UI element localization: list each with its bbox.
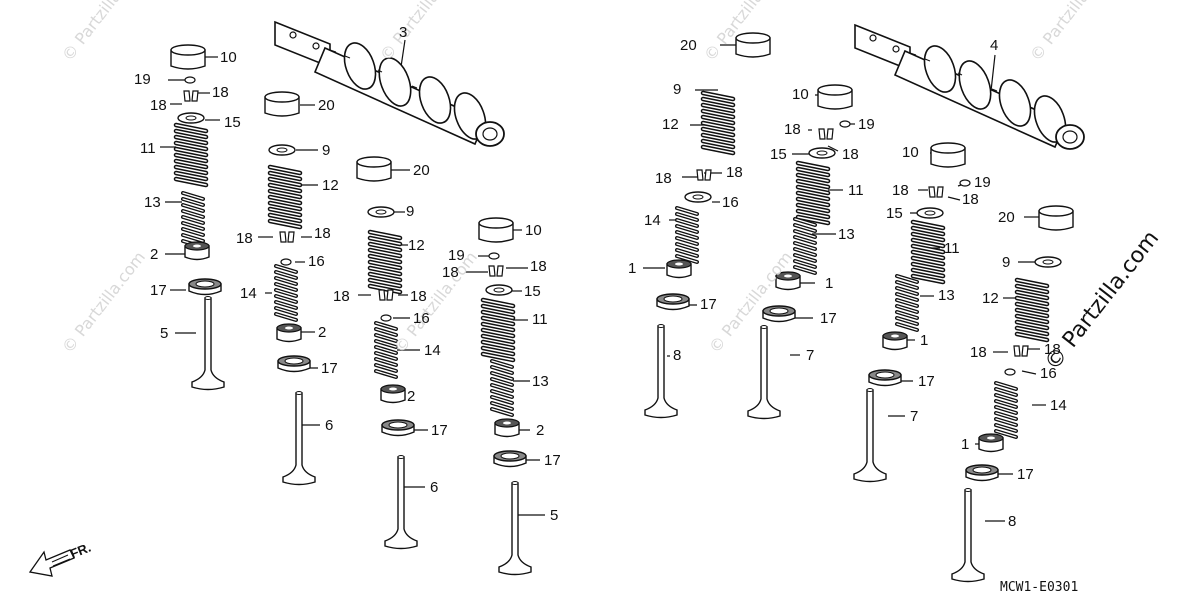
callout: 18 bbox=[212, 84, 229, 101]
callout: 12 bbox=[662, 116, 679, 133]
callout: 11 bbox=[848, 182, 864, 199]
callout: 15 bbox=[524, 283, 541, 300]
callout: 8 bbox=[1008, 513, 1017, 530]
callout: 18 bbox=[962, 191, 979, 208]
callout: 20 bbox=[680, 37, 697, 54]
callout: 10 bbox=[792, 86, 809, 103]
callout: 18 bbox=[842, 146, 859, 163]
diagram-code: MCW1-E0301 bbox=[1000, 580, 1079, 595]
callout: 17 bbox=[700, 296, 717, 313]
callout: 11 bbox=[944, 240, 960, 257]
front-arrow bbox=[28, 549, 75, 577]
callout: 9 bbox=[673, 81, 682, 98]
callout: 14 bbox=[240, 285, 257, 302]
callout: 19 bbox=[974, 174, 991, 191]
callout: 11 bbox=[532, 311, 548, 328]
callout: 20 bbox=[413, 162, 430, 179]
callout: 13 bbox=[144, 194, 161, 211]
callout: 10 bbox=[220, 49, 237, 66]
callout: 9 bbox=[406, 203, 415, 220]
callout: 18 bbox=[726, 164, 743, 181]
callout: 9 bbox=[322, 142, 331, 159]
callout: 18 bbox=[530, 258, 547, 275]
callout: 18 bbox=[784, 121, 801, 138]
callout: 17 bbox=[150, 282, 167, 299]
callout: 10 bbox=[902, 144, 919, 161]
callout: 2 bbox=[407, 388, 416, 405]
callout: 1 bbox=[920, 332, 929, 349]
callout: 18 bbox=[236, 230, 253, 247]
callout: 10 bbox=[525, 222, 542, 239]
callout: 19 bbox=[858, 116, 875, 133]
callout: 5 bbox=[550, 507, 559, 524]
callout: 16 bbox=[1040, 365, 1057, 382]
callout: 12 bbox=[982, 290, 999, 307]
callout: 18 bbox=[333, 288, 350, 305]
callout: 18 bbox=[410, 288, 427, 305]
callout: 4 bbox=[990, 37, 999, 54]
callout: 19 bbox=[134, 71, 151, 88]
callout: 14 bbox=[424, 342, 441, 359]
callout: 3 bbox=[399, 24, 408, 41]
callout: 17 bbox=[918, 373, 935, 390]
callout: 17 bbox=[431, 422, 448, 439]
callout: 13 bbox=[838, 226, 855, 243]
callout: 1 bbox=[628, 260, 637, 277]
callout: 18 bbox=[970, 344, 987, 361]
callout: 2 bbox=[150, 246, 159, 263]
callout: 19 bbox=[448, 247, 465, 264]
callout: 1 bbox=[961, 436, 970, 453]
callout: 12 bbox=[408, 237, 425, 254]
callout: 20 bbox=[318, 97, 335, 114]
callout: 13 bbox=[532, 373, 549, 390]
callout: 15 bbox=[886, 205, 903, 222]
callout: 12 bbox=[322, 177, 339, 194]
callout: 17 bbox=[321, 360, 338, 377]
callout: 20 bbox=[998, 209, 1015, 226]
callout: 7 bbox=[910, 408, 919, 425]
callout: 8 bbox=[673, 347, 682, 364]
callout: 17 bbox=[1017, 466, 1034, 483]
callout: 17 bbox=[544, 452, 561, 469]
callout: 18 bbox=[892, 182, 909, 199]
callout: 16 bbox=[308, 253, 325, 270]
callout: 9 bbox=[1002, 254, 1011, 271]
callout: 17 bbox=[820, 310, 837, 327]
callout: 18 bbox=[314, 225, 331, 242]
callout: 14 bbox=[1050, 397, 1067, 414]
callout: 16 bbox=[722, 194, 739, 211]
callout: 15 bbox=[224, 114, 241, 131]
callout: 16 bbox=[413, 310, 430, 327]
callout: 15 bbox=[770, 146, 787, 163]
callout: 1 bbox=[825, 275, 834, 292]
callout: 18 bbox=[1044, 341, 1061, 358]
callout: 14 bbox=[644, 212, 661, 229]
callout: 2 bbox=[318, 324, 327, 341]
callout: 11 bbox=[140, 140, 156, 157]
callout: 18 bbox=[442, 264, 459, 281]
callout: 5 bbox=[160, 325, 169, 342]
callout: 18 bbox=[655, 170, 672, 187]
callout: 2 bbox=[536, 422, 545, 439]
callout: 6 bbox=[325, 417, 334, 434]
callout: 13 bbox=[938, 287, 955, 304]
callout: 7 bbox=[806, 347, 815, 364]
callout: 6 bbox=[430, 479, 439, 496]
callout: 18 bbox=[150, 97, 167, 114]
